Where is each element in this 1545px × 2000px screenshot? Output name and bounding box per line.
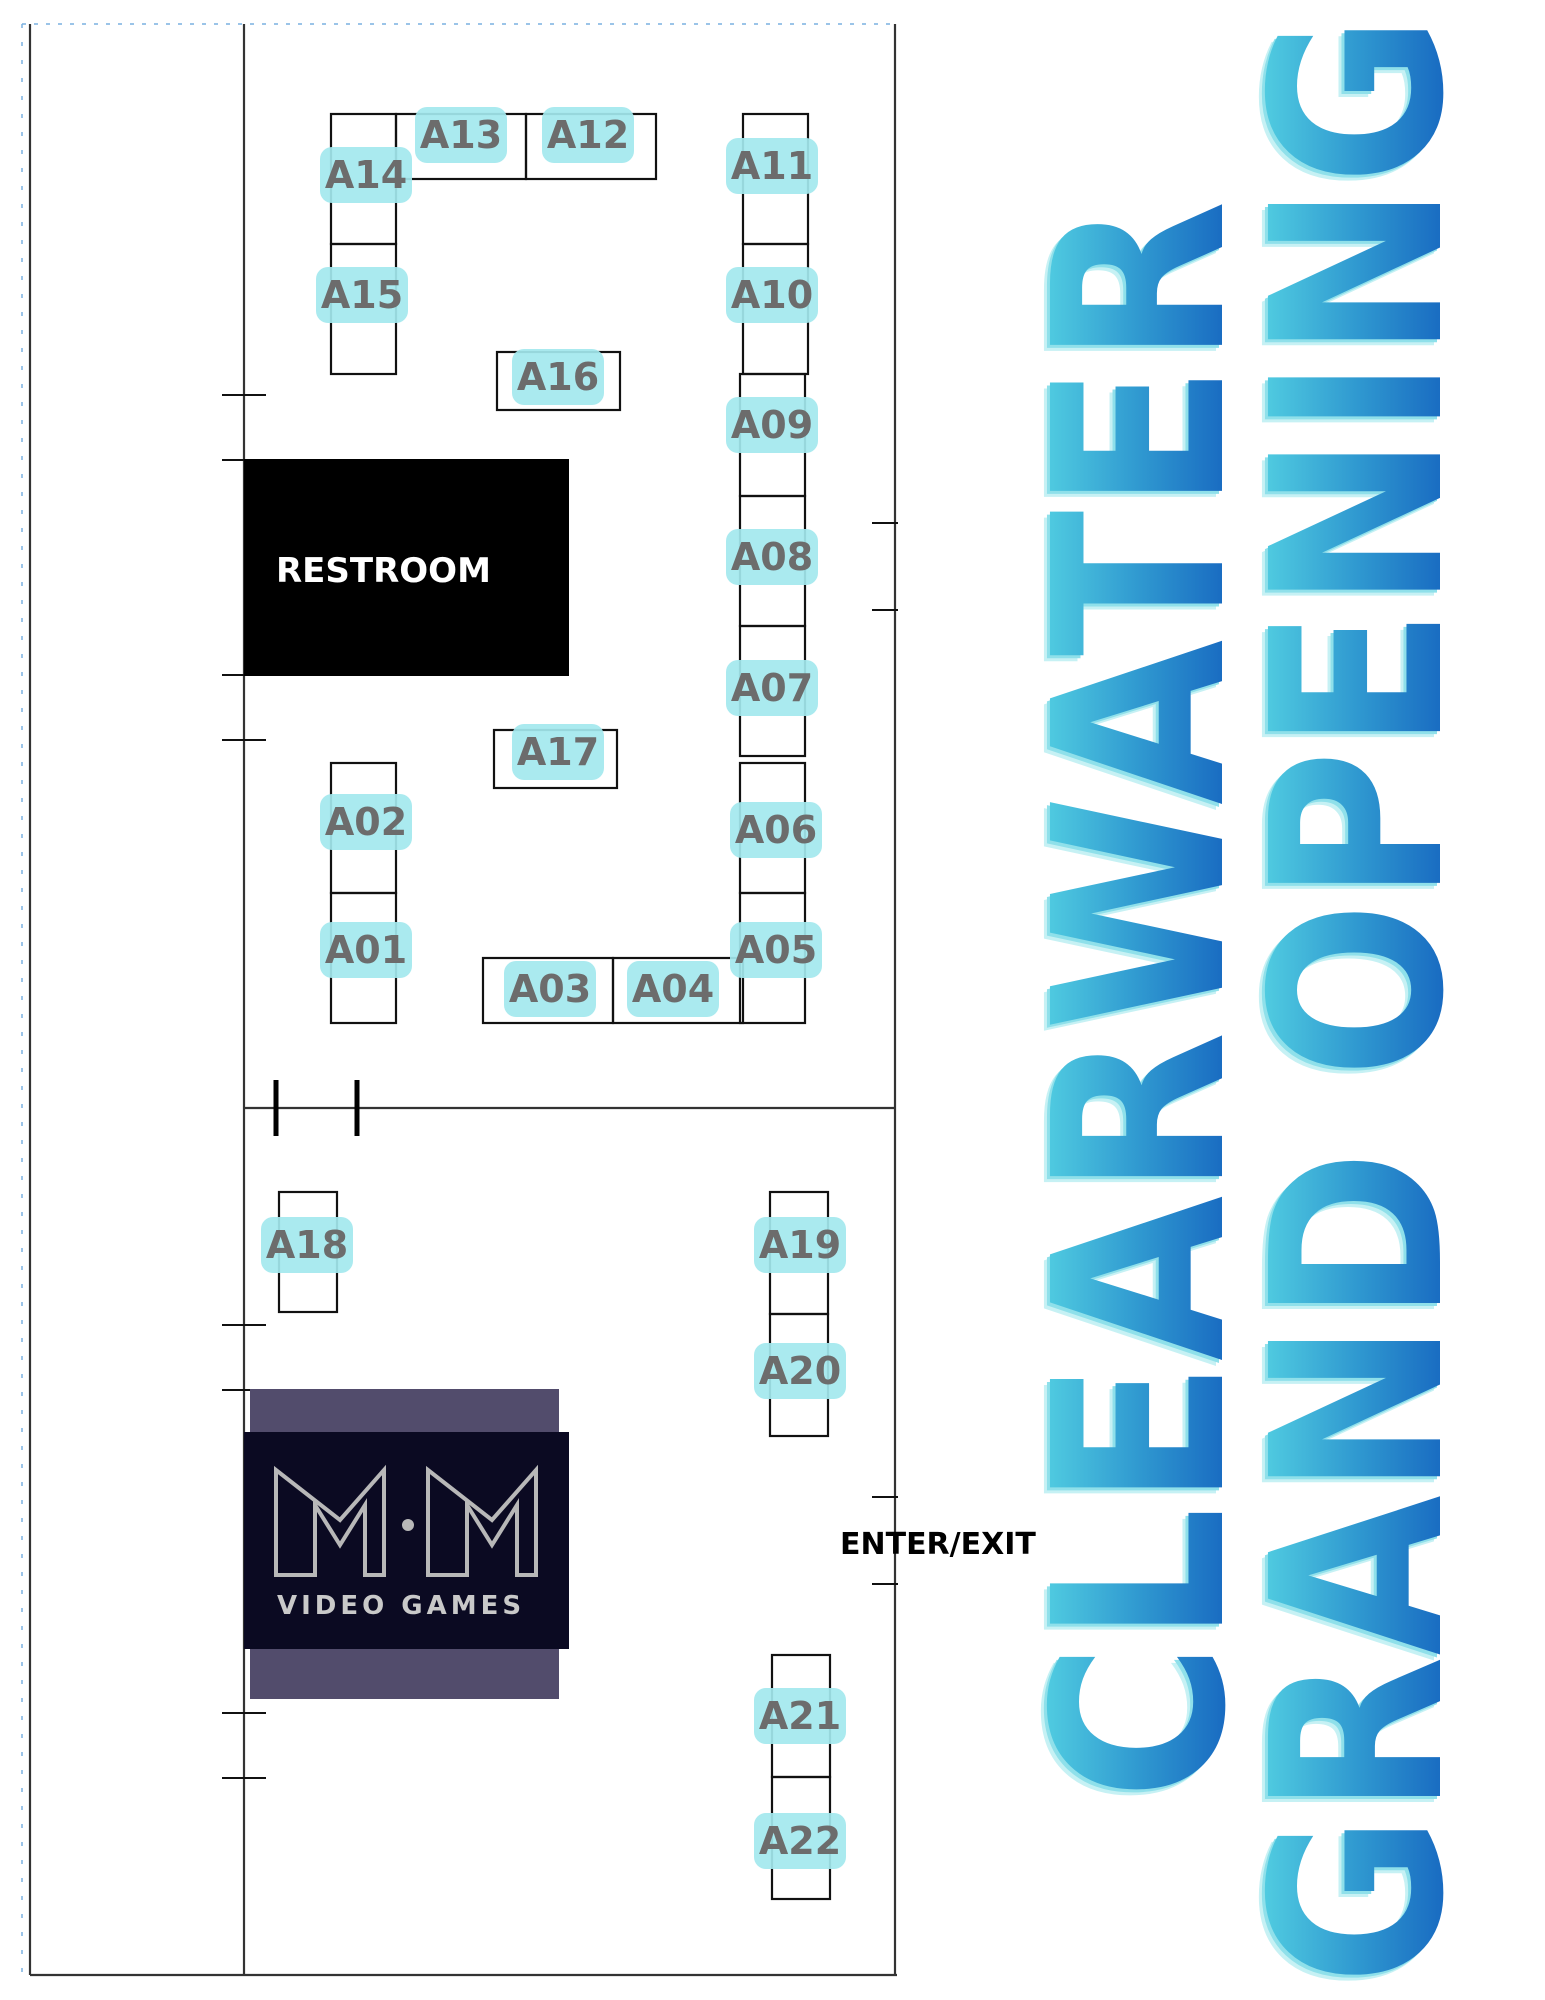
title-line1-shadow: GRAND OPENING: [1215, 21, 1490, 1991]
booth-a16: A16: [512, 349, 604, 405]
booth-a04: A04: [627, 961, 719, 1017]
booth-a09: A09: [726, 397, 818, 453]
booth-highlight: [754, 1688, 846, 1744]
logo-text: VIDEO GAMES: [277, 1591, 525, 1621]
booth-a06: A06: [730, 802, 822, 858]
booth-label: A04: [632, 967, 714, 1011]
booth-label: A19: [759, 1223, 841, 1267]
booth-highlight: [320, 922, 412, 978]
booth-label: A17: [517, 730, 599, 774]
title-line2-shadow-2: CLEARWATER: [1000, 203, 1275, 1803]
title-line2: CLEARWATER: [1003, 200, 1278, 1800]
booth-highlight: [730, 802, 822, 858]
booth-highlight: [754, 1343, 846, 1399]
booth-label: A14: [325, 153, 407, 197]
booth-a12: A12: [542, 107, 634, 163]
booth-a07: A07: [726, 660, 818, 716]
booth-highlight: [512, 724, 604, 780]
booth-a13: A13: [415, 107, 507, 163]
booth-highlight: [504, 961, 596, 1017]
booth-a18: A18: [261, 1217, 353, 1273]
title-line2-shadow: CLEARWATER: [997, 206, 1272, 1806]
booth-a08: A08: [726, 529, 818, 585]
booth-highlight: [542, 107, 634, 163]
booth-a21: A21: [754, 1688, 846, 1744]
booth-highlight: [320, 794, 412, 850]
booth-label: A12: [547, 113, 629, 157]
booth-highlight: [726, 529, 818, 585]
booth-label: A22: [759, 1819, 841, 1863]
booth-a05: A05: [730, 922, 822, 978]
booth-label: A15: [321, 273, 403, 317]
booth-a19: A19: [754, 1217, 846, 1273]
title-line1-shadow-2: GRAND OPENING: [1218, 18, 1493, 1988]
booth-highlight: [726, 660, 818, 716]
booth-highlight: [512, 349, 604, 405]
booth-label: A07: [731, 666, 813, 710]
booth-highlight: [730, 922, 822, 978]
booth-label: A11: [731, 144, 813, 188]
booth-highlight: [261, 1217, 353, 1273]
booth-a14: A14: [320, 147, 412, 203]
walls: [28, 24, 897, 1977]
booth-label: A06: [735, 808, 817, 852]
booth-a20: A20: [754, 1343, 846, 1399]
booth-highlight: [316, 267, 408, 323]
booth-label: A21: [759, 1694, 841, 1738]
booth-a01: A01: [320, 922, 412, 978]
booth-label: A13: [420, 113, 502, 157]
booth-label: A05: [735, 928, 817, 972]
restroom-label: RESTROOM: [276, 551, 491, 591]
booth-highlight: [726, 138, 818, 194]
booth-label: A02: [325, 800, 407, 844]
booth-highlight: [415, 107, 507, 163]
booth-label: A18: [266, 1223, 348, 1267]
booth-a17: A17: [512, 724, 604, 780]
booth-highlight: [627, 961, 719, 1017]
booth-a10: A10: [726, 267, 818, 323]
booth-a02: A02: [320, 794, 412, 850]
booth-label: A09: [731, 403, 813, 447]
booth-label: A16: [517, 355, 599, 399]
title-line1: GRAND OPENING: [1221, 15, 1496, 1985]
booth-a11: A11: [726, 138, 818, 194]
booth-label: A08: [731, 535, 813, 579]
mm-video-games-logo: VIDEO GAMES: [244, 1389, 569, 1699]
enter-exit-label: ENTER/EXIT: [840, 1527, 1036, 1562]
booth-label: A20: [759, 1349, 841, 1393]
booth-label: A10: [731, 273, 813, 317]
booth-a03: A03: [504, 961, 596, 1017]
booth-highlight: [726, 267, 818, 323]
mm-monogram-icon: [274, 1464, 538, 1577]
booth-label: A01: [325, 928, 407, 972]
restroom: RESTROOM: [244, 459, 569, 676]
booth-highlight: [754, 1813, 846, 1869]
booth-a15: A15: [316, 267, 408, 323]
booth-label: A03: [509, 967, 591, 1011]
booth-highlight: [320, 147, 412, 203]
booth-a22: A22: [754, 1813, 846, 1869]
title: GRAND OPENING GRAND OPENING GRAND OPENIN…: [997, 15, 1496, 1991]
door-ticks: [222, 394, 898, 1779]
booth-highlight: [754, 1217, 846, 1273]
booth-highlight: [726, 397, 818, 453]
